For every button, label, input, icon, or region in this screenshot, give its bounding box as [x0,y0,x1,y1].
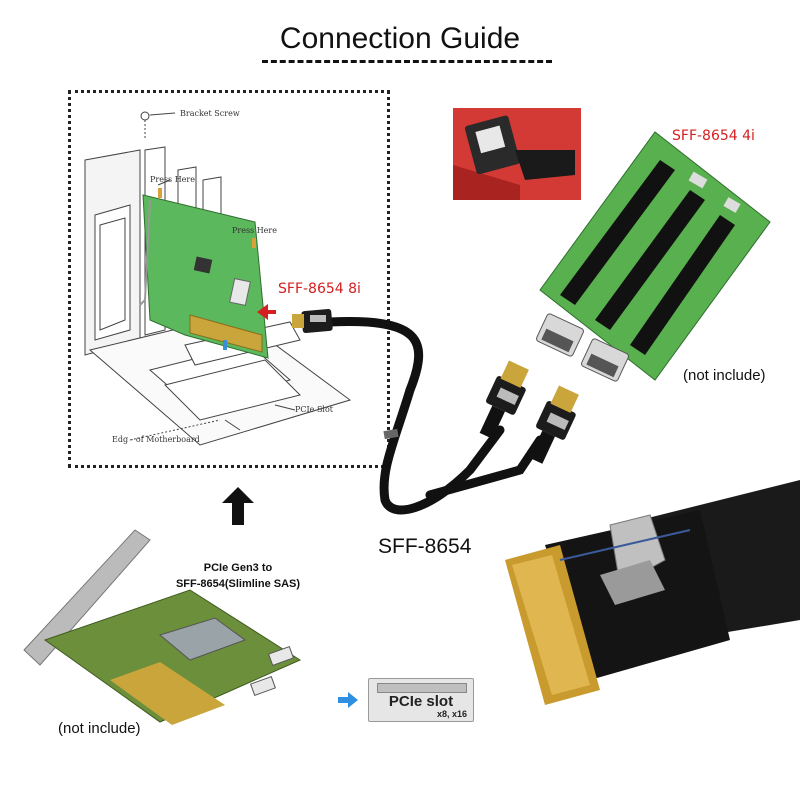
pcie-slot-label: PCIe Slot [295,405,334,414]
slot-badge-name: PCIe slot [388,693,454,710]
adapter-not-included-note: (not include) [58,720,141,737]
sff-8654-cable [292,308,579,515]
press-here-label-upper: Press Here [150,175,195,184]
sff-8654-4i-riser-board [536,131,771,382]
cable-type-label: SFF-8654 [378,535,472,558]
right-arrow-icon [338,692,358,708]
motherboard-edge-label: Edg - of Motherboard [112,435,200,444]
riser-not-included-note: (not include) [683,367,766,384]
page-title: Connection Guide [279,22,521,55]
cable-connector-closeup [505,480,800,705]
up-arrow-icon [222,487,254,525]
slot-badge-graphic [377,683,467,693]
title-underline [262,60,552,63]
sff-8654-8i-host-card [139,188,276,359]
adapter-card-title-line1: PCIe Gen3 to [203,562,273,574]
cable-photo-inset [453,108,581,200]
pcie-slot-badge: PCIe slot x8, x16 [368,678,474,722]
press-here-label-lower: Press Here [232,226,277,235]
bracket-screw-label: Bracket Screw [180,109,240,118]
sff-8654-4i-label: SFF-8654 4i [672,128,755,144]
adapter-card-title-line2: SFF-8654(Slimline SAS) [175,578,301,590]
pcie-adapter-card [23,529,302,725]
installation-diagram-frame [68,90,390,468]
sff-8654-8i-label: SFF-8654 8i [278,281,361,297]
slot-badge-sizes: x8, x16 [436,709,467,719]
